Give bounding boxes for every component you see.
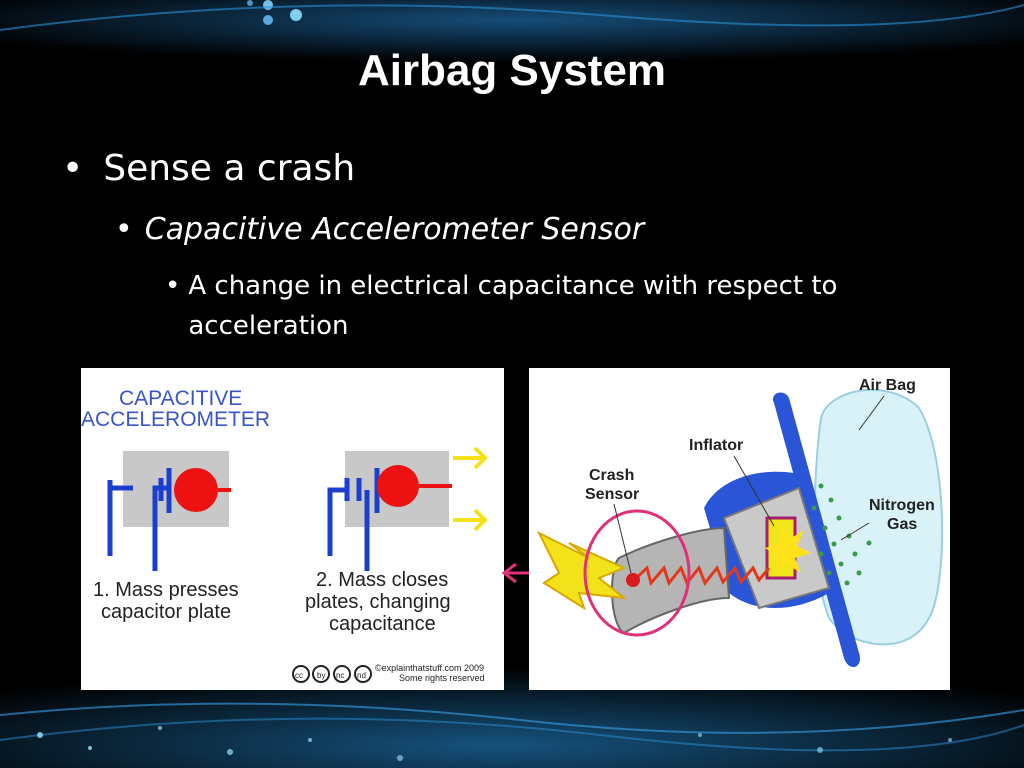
no-derivatives-icon	[354, 665, 372, 683]
svg-text:by: by	[317, 671, 325, 680]
svg-text:cc: cc	[295, 671, 303, 680]
sensor-highlight	[583, 509, 691, 637]
bullet-level-3: • A change in electrical capacitance wit…	[165, 266, 888, 346]
bullet-level-1: • Sense a crash	[62, 148, 355, 189]
label-inflator: Inflator	[689, 437, 743, 454]
nitrogen-gas-particles	[811, 483, 872, 586]
bullet-text: A change in electrical capacitance with …	[188, 271, 838, 341]
mass	[377, 465, 419, 507]
sensor-resting	[107, 451, 231, 571]
sensor-mass	[626, 573, 640, 587]
label-nitrogen-gas: Nitrogen	[869, 497, 935, 514]
slide-title: Airbag System	[357, 46, 667, 95]
acceleration-arrow-icon	[453, 508, 488, 532]
capacitive-accelerometer-diagram: CAPACITIVE ACCELEROMETER	[81, 368, 504, 690]
bullet-symbol: •	[165, 271, 181, 301]
airbag-diagram: Air Bag Inflator Crash Sensor Nitrogen G…	[529, 368, 950, 690]
steering-wheel	[772, 392, 861, 668]
bullet-symbol: •	[62, 148, 84, 189]
step-1-caption: capacitor plate	[101, 601, 231, 623]
diagram-heading: CAPACITIVE	[119, 387, 242, 410]
label-air-bag: Air Bag	[859, 377, 916, 394]
label-crash-sensor: Sensor	[585, 486, 639, 503]
step-2-caption: plates, changing	[305, 591, 451, 613]
acceleration-arrow-icon	[453, 446, 488, 470]
copyright-credit: Some rights reserved	[399, 673, 485, 683]
label-crash-sensor: Crash	[589, 467, 634, 484]
copyright-credit: ©explainthatstuff.com 2009	[375, 663, 484, 673]
cc-icon	[292, 665, 310, 683]
step-2-caption: capacitance	[329, 613, 436, 635]
mass	[174, 468, 218, 512]
sensor-accelerated	[327, 446, 488, 571]
noncommercial-icon	[333, 665, 351, 683]
attribution-icon	[312, 665, 330, 683]
diagram-heading: ACCELEROMETER	[81, 408, 270, 431]
bullet-symbol: •	[115, 212, 133, 247]
label-nitrogen-gas: Gas	[887, 516, 917, 533]
step-2-caption: 2. Mass closes	[316, 569, 448, 591]
step-1-caption: 1. Mass presses	[93, 579, 239, 601]
bullet-text: Capacitive Accelerometer Sensor	[144, 212, 645, 247]
bullet-text: Sense a crash	[103, 148, 356, 189]
svg-text:nc: nc	[336, 671, 344, 680]
spring	[632, 565, 771, 587]
bullet-level-2: • Capacitive Accelerometer Sensor	[115, 212, 644, 247]
svg-text:nd: nd	[357, 671, 366, 680]
crash-impact-icon	[536, 530, 628, 611]
license-icons: cc by nc nd	[292, 665, 372, 683]
